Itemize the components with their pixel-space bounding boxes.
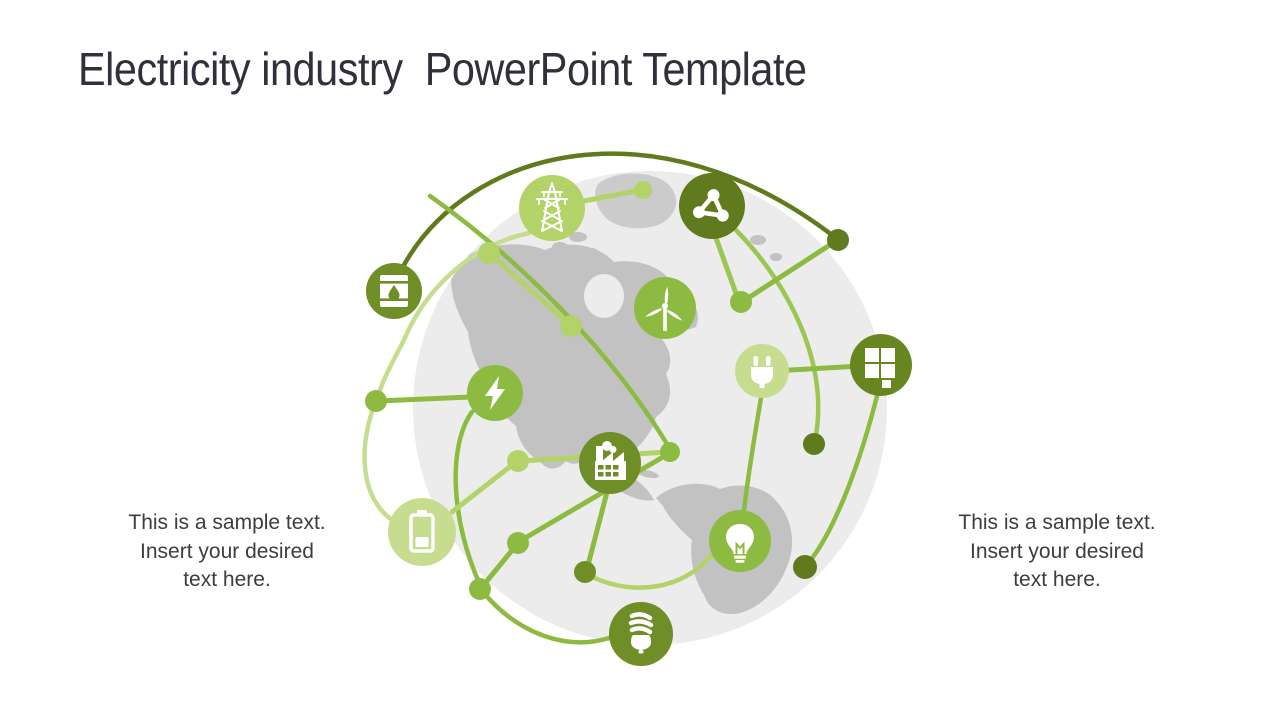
orbit-arc-inner-sweep [427,193,670,447]
molecule-icon [693,189,729,222]
power-plug-badge [735,344,789,398]
orbit-arc-solar-down [807,393,880,564]
connector-line [487,251,572,327]
orbit-arcs [362,151,880,645]
oil-barrel-icon [380,275,408,307]
connector-dot [574,561,596,583]
cfl-bulb-badge [609,602,673,666]
wind-turbine-icon [645,286,683,331]
connector-line [739,238,839,305]
solar-panel-badge [850,334,912,396]
transmission-tower-badge [519,175,585,241]
sample-text-line: This is a sample text. [958,511,1156,534]
connector-dots [365,181,849,600]
molecule-badge [679,173,745,239]
sample-text-line: Insert your desired [140,539,314,563]
sample-text-line: This is a sample text. [128,511,326,534]
connector-dot [730,291,752,313]
lightning-bolt-icon [485,376,505,410]
connector-line [375,394,473,404]
orbit-arc-left-battery [362,400,395,523]
connector-dot [365,390,387,412]
power-plug-icon [751,356,773,388]
orbit-arc-bolt-down [453,409,484,590]
connector-dot [507,450,529,472]
connector-dot [793,555,817,579]
greenland [595,173,677,229]
connector-dot [469,578,491,600]
connector-dot [560,315,582,337]
factory-badge [579,432,641,494]
connector-dot [507,532,529,554]
wind-turbine-badge [634,277,696,339]
sample-text-line: text here. [183,568,271,591]
connector-line [584,489,610,572]
connector-dot [803,433,825,455]
orbit-arc-bottom-cfl [480,589,612,645]
connector-line [713,235,741,302]
sample-text-line: text here. [1013,568,1101,591]
hudson-bay [584,274,624,318]
cfl-bulb-icon [628,612,654,654]
connector-line [581,187,644,204]
connector-dot [634,181,652,199]
battery-badge [388,498,456,566]
sample-text-right: This is a sample text. Insert your desir… [926,509,1188,595]
lightning-bolt-badge [467,365,523,421]
sample-text-left: This is a sample text. Insert your desir… [96,509,358,595]
light-bulb-badge [709,510,771,572]
connector-dot [660,442,680,462]
orbit-arc-factory-bulb [587,553,714,590]
sample-text-line: Insert your desired [970,539,1144,563]
factory-icon [595,441,626,480]
connector-line [449,459,519,515]
battery-icon [409,510,435,553]
solar-panel-icon [865,348,895,388]
orbit-arc-molecule-right [732,226,821,444]
light-bulb-icon [726,524,754,563]
orbit-arc-plug-bulb [741,395,764,513]
slide-title: Electricity industry PowerPoint Template [78,43,807,95]
connector-line [517,451,671,544]
orbit-arc-top [401,151,839,268]
transmission-tower-icon [536,181,568,232]
connector-dot [478,242,500,264]
connector-dot [827,229,849,251]
oil-barrel-badge [366,263,422,319]
